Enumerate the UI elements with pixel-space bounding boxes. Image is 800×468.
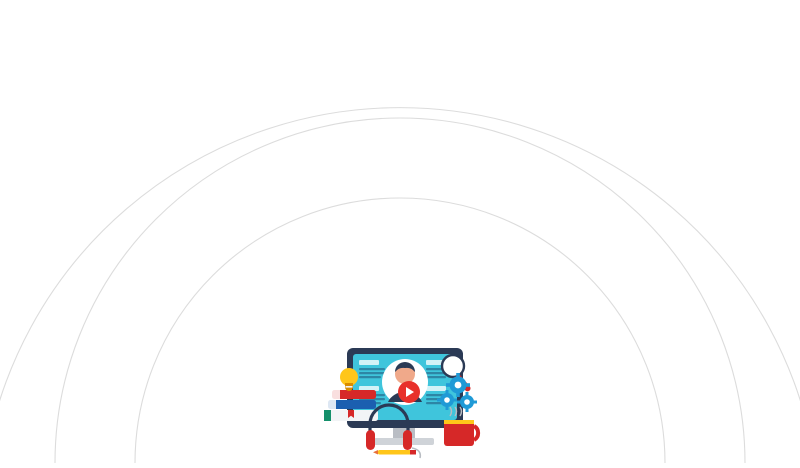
avatar-hair [395, 362, 415, 372]
gears-icon [437, 373, 477, 412]
pencil-icon [373, 450, 416, 455]
steam-icon [449, 406, 463, 417]
arc-outer [0, 107, 800, 402]
lightbulb-icon [340, 368, 358, 391]
coffee-mug-icon [444, 420, 481, 446]
avatar-head [395, 364, 415, 384]
arc-inner [134, 197, 666, 463]
headphones-icon [366, 403, 422, 459]
play-triangle [406, 387, 414, 397]
arc-middle [54, 117, 746, 463]
e-learning-illustration [312, 330, 502, 463]
book-stack [324, 390, 378, 421]
